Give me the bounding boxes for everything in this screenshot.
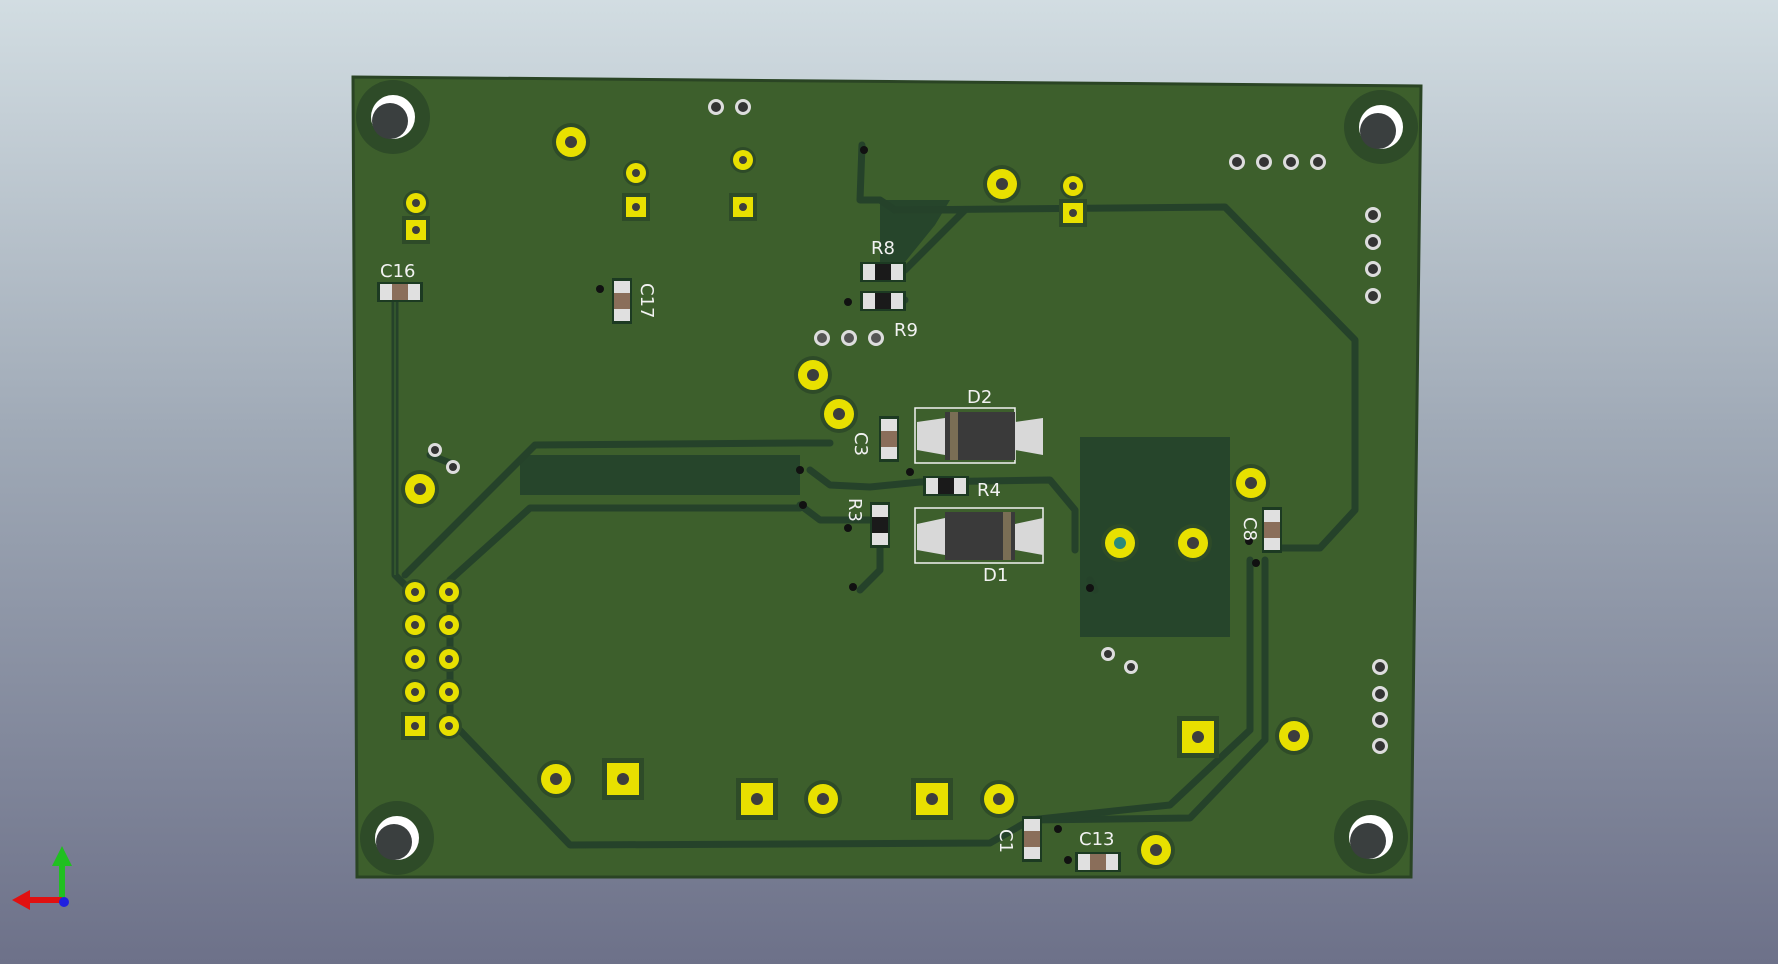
label-c1: C1 xyxy=(995,829,1016,853)
label-d2: D2 xyxy=(967,387,992,408)
label-d1: D1 xyxy=(983,565,1008,586)
label-c13: C13 xyxy=(1079,829,1114,850)
label-c17: C17 xyxy=(636,283,657,318)
vias xyxy=(428,99,1388,864)
label-r4: R4 xyxy=(977,480,1001,501)
xyz-axis-icon xyxy=(12,846,72,910)
mounting-holes xyxy=(356,80,1418,875)
silkscreen-labels: C16 C17 R8 R9 D2 C3 R4 R3 D1 C8 C1 C13 xyxy=(380,238,1260,853)
label-c3: C3 xyxy=(850,432,871,456)
label-r3: R3 xyxy=(844,498,865,522)
pcb-board xyxy=(351,75,1423,879)
label-c16: C16 xyxy=(380,261,415,282)
label-r8: R8 xyxy=(871,238,895,259)
label-c8: C8 xyxy=(1239,517,1260,541)
diode-d1 xyxy=(914,507,1044,564)
smd-components xyxy=(377,262,1282,872)
label-r9: R9 xyxy=(894,320,918,341)
round-pads xyxy=(401,123,1313,869)
square-pads xyxy=(402,193,1219,820)
pin-header-2x5 xyxy=(401,579,462,740)
diode-d2 xyxy=(914,407,1045,464)
